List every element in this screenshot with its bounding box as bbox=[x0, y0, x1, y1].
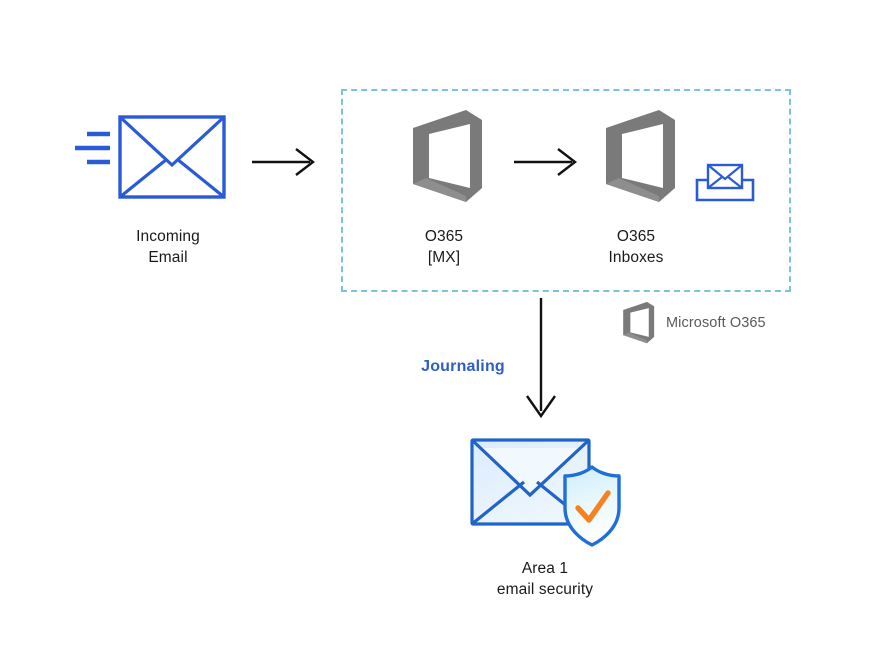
office-365-logo-icon bbox=[623, 301, 655, 344]
incoming-email-label: Incoming Email bbox=[136, 228, 200, 266]
arrow-incoming-to-mx bbox=[252, 144, 320, 180]
legend-item-microsoft-o365 bbox=[618, 301, 658, 345]
arrow-mx-to-inboxes bbox=[514, 144, 584, 180]
inbox-tray-envelope-icon bbox=[694, 160, 756, 206]
journaling-edge-label: Journaling bbox=[421, 358, 505, 375]
arrow-inboxes-to-area1 bbox=[518, 298, 564, 422]
envelope-shield-check-icon bbox=[470, 438, 621, 547]
area1-node bbox=[468, 432, 632, 548]
incoming-email-node bbox=[70, 115, 240, 215]
envelope-with-motion-lines-icon bbox=[75, 115, 226, 199]
office-365-logo-icon bbox=[413, 110, 482, 202]
office-365-logo-icon bbox=[606, 110, 675, 202]
legend-label-microsoft-o365: Microsoft O365 bbox=[666, 315, 766, 331]
motion-lines-icon bbox=[75, 131, 110, 165]
shield-shape bbox=[563, 465, 621, 547]
microsoft-o365-boundary-zone bbox=[341, 89, 791, 292]
o365-mx-label: O365 [MX] bbox=[424, 228, 464, 266]
o365-mx-node bbox=[404, 108, 488, 206]
envelope-icon bbox=[118, 115, 226, 199]
o365-inboxes-label: O365 Inboxes bbox=[608, 228, 664, 266]
area1-label: Area 1 email security bbox=[496, 560, 594, 598]
check-icon bbox=[575, 490, 611, 523]
o365-inboxes-node bbox=[597, 108, 681, 206]
